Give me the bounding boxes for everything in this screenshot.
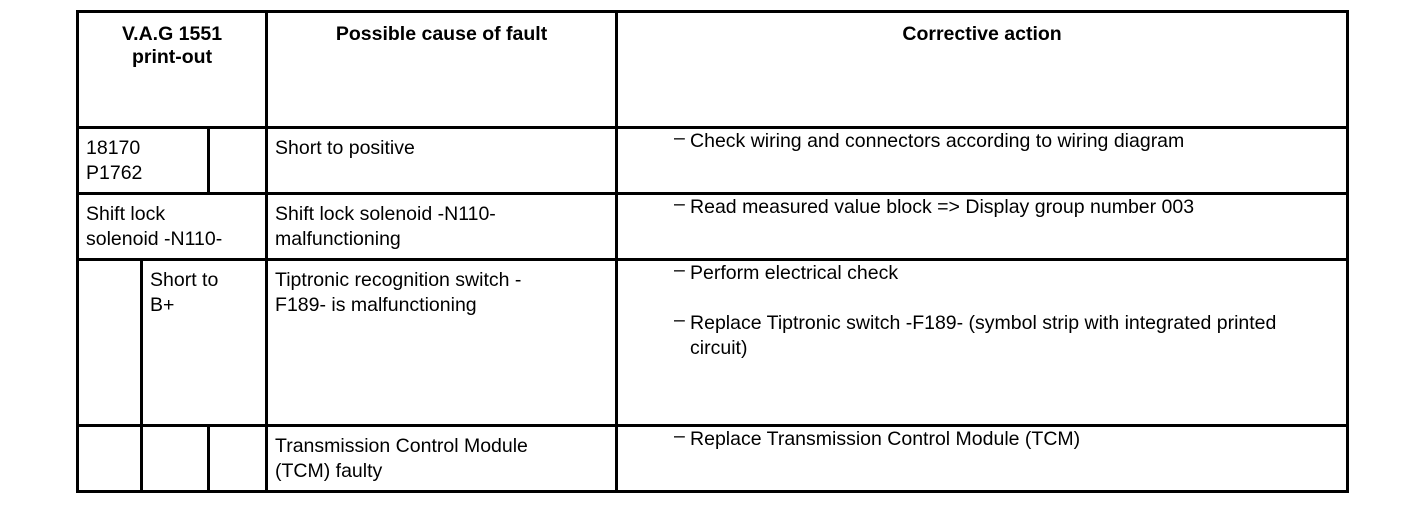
row3-action-cell: – Perform electrical check – Replace Tip…: [615, 258, 1350, 427]
list-item: – Replace Tiptronic switch -F189- (symbo…: [674, 309, 1336, 361]
fault-code-table: V.A.G 1551 print-out Possible cause of f…: [75, 10, 1350, 493]
table-row: Shift lock solenoid -N110- Shift lock so…: [75, 192, 1350, 261]
row3-action-text-2: Replace Tiptronic switch -F189- (symbol …: [690, 312, 1277, 359]
header-cell-printout: V.A.G 1551 print-out: [75, 10, 269, 129]
header-action-text: Corrective action: [902, 23, 1062, 45]
row4-printout-spacer-cell-3: [206, 424, 269, 493]
row3-action-list: – Perform electrical check – Replace Tip…: [618, 259, 1346, 361]
header-printout-line2: print-out: [131, 46, 213, 68]
header-cause-text: Possible cause of fault: [335, 23, 548, 45]
table-header-row: V.A.G 1551 print-out Possible cause of f…: [75, 10, 1350, 129]
header-cell-action: Corrective action: [615, 10, 1350, 129]
row4-cause-line2: (TCM) faulty: [275, 460, 383, 482]
row2-printout-label: Shift lock solenoid -N110-: [79, 195, 265, 258]
row3-cause-line2: F189- is malfunctioning: [275, 294, 477, 316]
row1-printout-code: 18170 P1762: [79, 129, 207, 192]
table-row: 18170 P1762 Short to positive – Check wi…: [76, 126, 1350, 195]
row4-printout-spacer-cell-1: [76, 424, 143, 493]
row2-cause-cell: Shift lock solenoid -N110- malfunctionin…: [265, 192, 619, 261]
row1-action-cell: – Check wiring and connectors according …: [615, 126, 1350, 195]
dash-bullet-icon: –: [674, 127, 685, 149]
table-row: Short to B+ Tiptronic recognition switch…: [76, 258, 1350, 427]
row3-printout-label: Short to B+: [143, 261, 265, 324]
row4-cause-line1: Transmission Control Module: [275, 435, 528, 457]
row4-cause-cell: Transmission Control Module (TCM) faulty: [265, 424, 619, 493]
row2-cause-line1: Shift lock solenoid -N110-: [275, 203, 496, 225]
list-item: – Perform electrical check: [674, 259, 1336, 286]
table-row: Transmission Control Module (TCM) faulty…: [76, 424, 1350, 493]
dash-bullet-icon: –: [674, 193, 685, 215]
row3-cause-line1: Tiptronic recognition switch -: [275, 269, 522, 291]
row2-printout-cell: Shift lock solenoid -N110-: [75, 192, 269, 261]
row3-printout-spacer-cell: [76, 258, 143, 427]
row3-printout-line1: Short to: [150, 269, 219, 291]
dash-bullet-icon: –: [674, 425, 685, 447]
row1-code-line2: P1762: [86, 162, 143, 184]
row2-cause-line2: malfunctioning: [275, 228, 401, 250]
row2-printout-line2: solenoid -N110-: [86, 228, 223, 250]
header-cell-cause: Possible cause of fault: [265, 10, 619, 129]
row4-action-cell: – Replace Transmission Control Module (T…: [615, 424, 1350, 493]
row1-printout-code-cell: 18170 P1762: [76, 126, 210, 195]
row3-printout-cell: Short to B+: [139, 258, 269, 427]
list-item: – Check wiring and connectors according …: [674, 127, 1336, 154]
row2-action-text-1: Read measured value block => Display gro…: [690, 196, 1195, 218]
row1-cause-cell: Short to positive: [265, 126, 619, 195]
header-printout-text: V.A.G 1551 print-out: [79, 13, 265, 69]
row2-cause-text: Shift lock solenoid -N110- malfunctionin…: [268, 195, 615, 258]
row1-code-line1: 18170: [86, 137, 141, 159]
row1-cause-text: Short to positive: [275, 137, 415, 159]
row1-action-text-1: Check wiring and connectors according to…: [690, 130, 1185, 152]
row3-action-text-1: Perform electrical check: [690, 262, 899, 284]
dash-bullet-icon: –: [674, 259, 685, 281]
list-item: – Replace Transmission Control Module (T…: [674, 425, 1336, 452]
row3-printout-line2: B+: [150, 294, 175, 316]
row4-cause-text: Transmission Control Module (TCM) faulty: [268, 427, 615, 490]
row1-printout-spacer-cell: [206, 126, 269, 195]
row3-cause-text: Tiptronic recognition switch - F189- is …: [268, 261, 615, 324]
row4-printout-spacer-cell-2: [140, 424, 210, 493]
header-printout-line1: V.A.G 1551: [121, 23, 223, 45]
row1-action-list: – Check wiring and connectors according …: [618, 127, 1346, 154]
row2-action-list: – Read measured value block => Display g…: [618, 193, 1346, 220]
list-item: – Read measured value block => Display g…: [674, 193, 1336, 220]
row4-action-text-1: Replace Transmission Control Module (TCM…: [690, 428, 1081, 450]
row2-action-cell: – Read measured value block => Display g…: [615, 192, 1350, 261]
row2-printout-line1: Shift lock: [86, 203, 166, 225]
dash-bullet-icon: –: [674, 309, 685, 331]
row4-action-list: – Replace Transmission Control Module (T…: [618, 425, 1346, 452]
row3-cause-cell: Tiptronic recognition switch - F189- is …: [265, 258, 619, 427]
